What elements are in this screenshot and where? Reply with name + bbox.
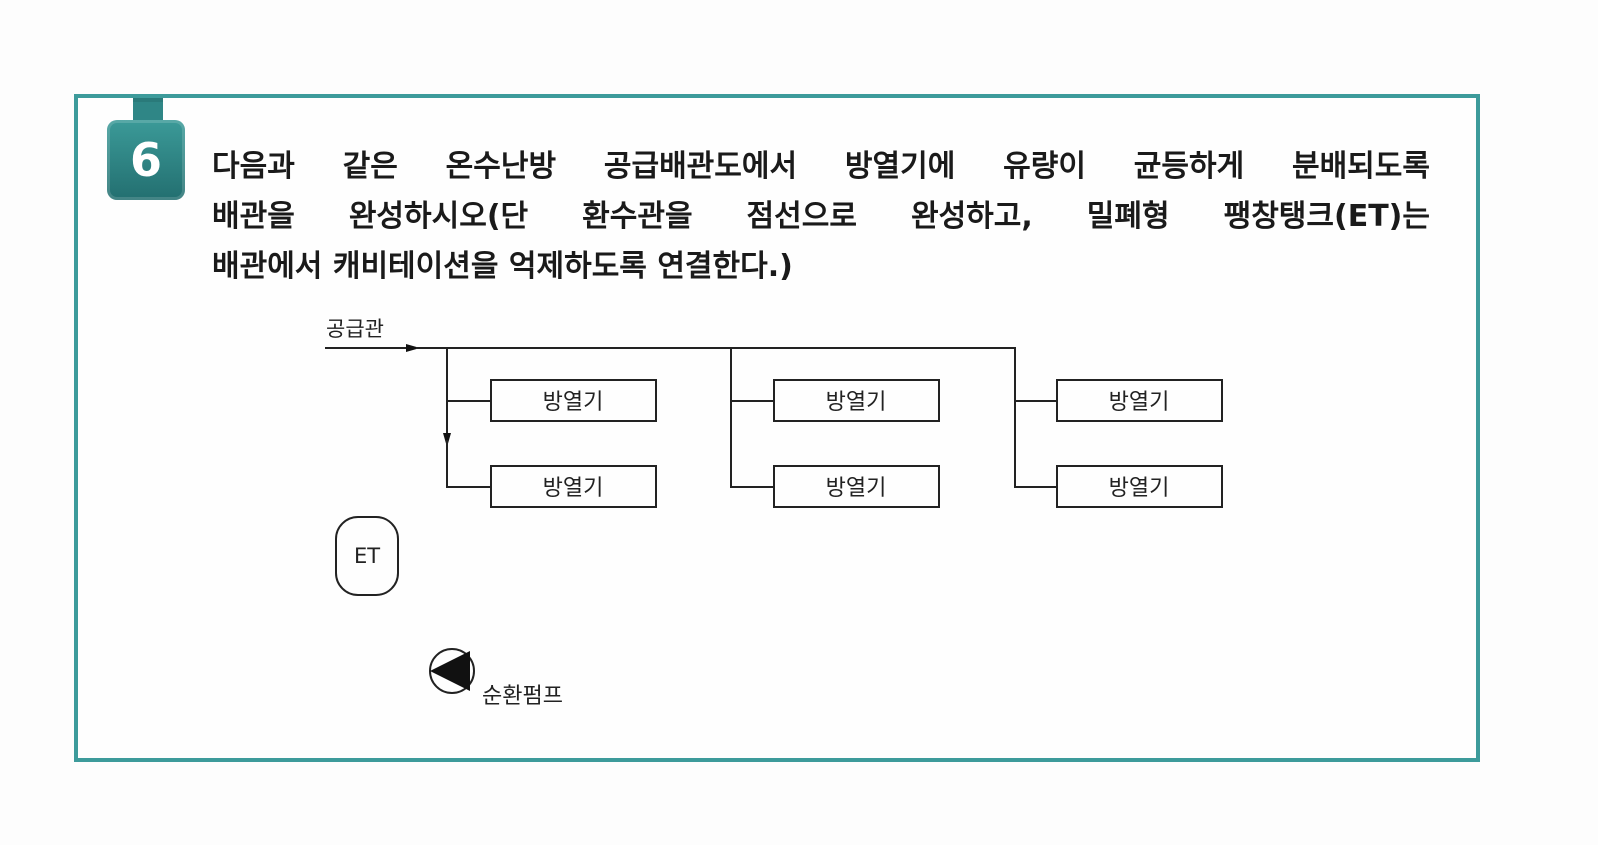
branch-pipe-3: [1014, 348, 1057, 488]
radiator-box: [1056, 465, 1223, 508]
radiator-box: [490, 465, 657, 508]
radiator-label: 방열기: [826, 476, 887, 501]
radiator-box: [773, 465, 940, 508]
branch-pipe-2: [730, 348, 774, 488]
pump-label: 순환펌프: [482, 684, 563, 709]
expansion-tank: [335, 516, 399, 596]
radiator-label: 방열기: [1109, 390, 1170, 415]
question-line: 배관을 완성하시오(단 환수관을 점선으로 완성하고, 밀폐형 팽창탱크(ET)…: [212, 199, 1430, 234]
radiator-label: 방열기: [543, 476, 604, 501]
radiator-label: 방열기: [826, 390, 887, 415]
branch-pipe-1-lower: [446, 440, 491, 488]
question-line: 다음과 같은 온수난방 공급배관도에서 방열기에 유량이 균등하게 분배되도록: [212, 149, 1430, 184]
radiator-box: [1056, 379, 1223, 422]
expansion-tank-label: ET: [354, 544, 380, 568]
pump-triangle-icon: [430, 651, 470, 691]
question-frame: [74, 94, 1480, 762]
radiator-box: [773, 379, 940, 422]
question-text: 다음과 같은 온수난방 공급배관도에서 방열기에 유량이 균등하게 분배되도록 …: [212, 142, 1430, 292]
supply-pipe-label: 공급관: [326, 317, 384, 341]
radiator-label: 방열기: [1109, 476, 1170, 501]
radiator-label: 방열기: [543, 390, 604, 415]
question-line: 배관에서 캐비테이션을 억제하도록 연결한다.): [212, 249, 793, 284]
radiator-box: [490, 379, 657, 422]
question-number-badge: 6: [107, 120, 185, 200]
